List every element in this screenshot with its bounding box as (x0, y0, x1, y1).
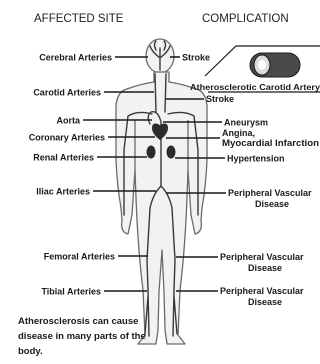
complication-pvd-femoral-line2: Disease (248, 263, 282, 273)
complication-pvd-iliac-line1: Peripheral Vascular (228, 188, 312, 198)
complication-aneurysm: Aneurysm (224, 118, 268, 128)
site-label-carotid: Carotid Arteries (33, 88, 101, 98)
site-label-femoral: Femoral Arteries (44, 252, 115, 262)
carotid-left (155, 74, 156, 112)
complication-pvd-iliac-line2: Disease (255, 199, 289, 209)
complication-stroke-1: Stroke (182, 53, 210, 63)
complication-atherosclerotic-carotid: Atherosclerotic Carotid Artery (190, 82, 320, 92)
site-label-cerebral: Cerebral Arteries (39, 53, 112, 63)
affected-site-labels: Cerebral Arteries Carotid Arteries Aorta… (29, 53, 115, 297)
complication-hypertension: Hypertension (227, 154, 285, 164)
complication-pvd-femoral-line1: Peripheral Vascular (220, 252, 304, 262)
torso-and-legs (116, 72, 207, 344)
header-affected-site: AFFECTED SITE (34, 13, 124, 25)
kidney-left (147, 146, 156, 159)
site-label-renal: Renal Arteries (33, 153, 94, 163)
complication-stroke-2: Stroke (206, 94, 234, 104)
site-label-tibial: Tibial Arteries (41, 287, 101, 297)
carotid-right (165, 74, 166, 112)
footnote: Atherosclerosis can cause disease in man… (18, 314, 148, 359)
site-label-coronary: Coronary Arteries (29, 133, 105, 143)
header-complication: COMPLICATION (202, 13, 289, 25)
kidney-right (167, 146, 176, 159)
complication-pvd-tibial-line2: Disease (248, 297, 282, 307)
site-label-aorta: Aorta (56, 116, 80, 126)
complication-angina: Angina, (222, 128, 255, 138)
complication-myocardial-infarction: Myocardial Infarction (222, 138, 319, 148)
site-label-iliac: Iliac Arteries (36, 187, 90, 197)
complication-pvd-tibial-line1: Peripheral Vascular (220, 286, 304, 296)
